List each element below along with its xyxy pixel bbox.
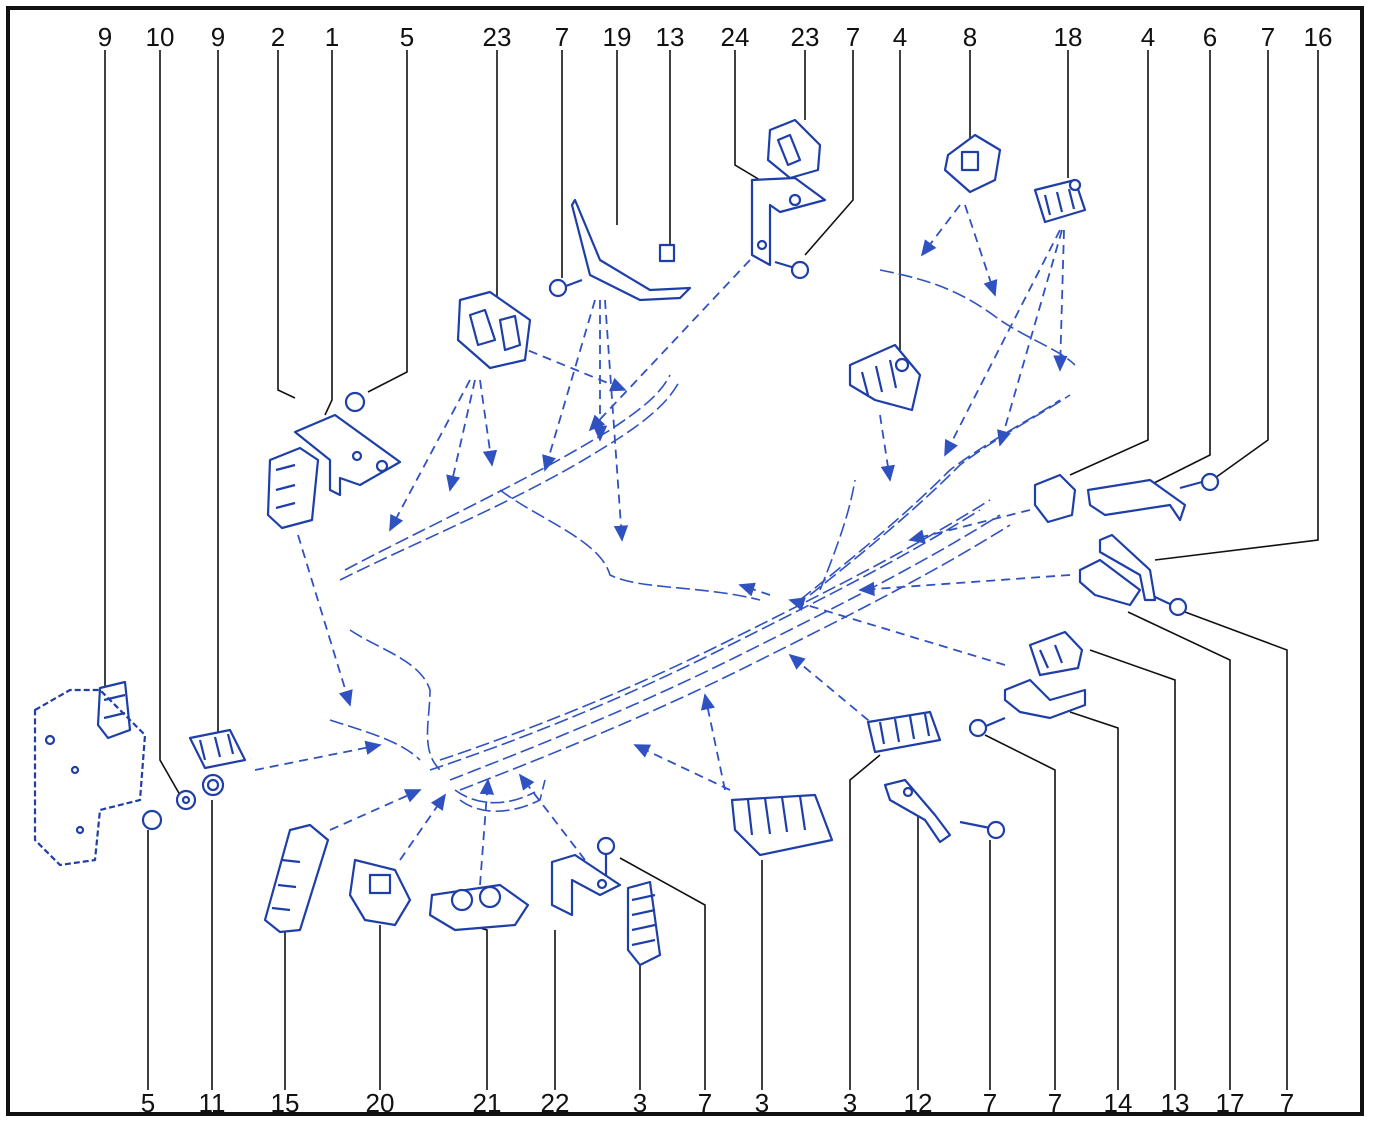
- washer-10: [175, 789, 197, 811]
- callout-bottom: 3: [632, 1088, 648, 1118]
- clip-4-mid: [848, 343, 922, 412]
- callout-bottom: 7: [1047, 1088, 1063, 1118]
- clip-15: [263, 823, 330, 934]
- bracket-16: [1098, 533, 1157, 602]
- callout-bottom: 22: [540, 1088, 570, 1118]
- bolt-7-strip: [548, 278, 583, 298]
- bracket-24: [750, 176, 827, 267]
- clip-18: [1033, 178, 1087, 224]
- bracket-22: [550, 853, 622, 917]
- clip-8: [943, 133, 1002, 194]
- bolt-7-upper: [774, 260, 810, 280]
- clip-3-right: [866, 710, 942, 754]
- bolt-7-bottom: [596, 836, 616, 876]
- nut-5-bottom: [141, 809, 163, 831]
- bracket-14: [1003, 678, 1087, 720]
- callout-top: 18: [1053, 22, 1083, 52]
- callout-bottom: 3: [842, 1088, 858, 1118]
- callout-top: 6: [1202, 22, 1218, 52]
- callout-top: 13: [655, 22, 685, 52]
- callout-bottom: 11: [198, 1088, 226, 1118]
- callout-top: 4: [892, 22, 908, 52]
- mount-plate: [33, 688, 147, 867]
- callout-bottom: 13: [1160, 1088, 1190, 1118]
- callout-top: 23: [482, 22, 512, 52]
- clip-21: [428, 883, 530, 932]
- clip-3-center: [730, 793, 834, 857]
- callout-bottom: 5: [140, 1088, 156, 1118]
- diagram-frame: [6, 6, 1364, 1116]
- clip-13-right: [1028, 630, 1084, 677]
- callout-top: 9: [97, 22, 113, 52]
- callout-bottom: 20: [365, 1088, 395, 1118]
- clip-23-left: [456, 290, 532, 370]
- clip-9-right: [188, 728, 247, 770]
- callout-bottom: 7: [1279, 1088, 1295, 1118]
- callout-bottom: 3: [754, 1088, 770, 1118]
- callout-top: 9: [210, 22, 226, 52]
- clip-23-top-right: [766, 118, 822, 180]
- callout-top: 5: [399, 22, 415, 52]
- nut-5-top: [344, 391, 366, 413]
- leader-lines: [104, 50, 1319, 1090]
- callout-top: 2: [270, 22, 286, 52]
- callout-top: 24: [720, 22, 750, 52]
- callout-bottom: 14: [1103, 1088, 1133, 1118]
- wiring-harness: [329, 269, 1076, 813]
- bracket-12: [883, 778, 952, 844]
- clip-3-bottom: [626, 880, 662, 967]
- callout-top: 7: [1260, 22, 1276, 52]
- callout-bottom: 7: [982, 1088, 998, 1118]
- assembly-arrows: [254, 204, 1071, 886]
- callout-bottom: 17: [1215, 1088, 1245, 1118]
- clip-4-right: [1033, 473, 1077, 524]
- callout-top: 7: [554, 22, 570, 52]
- clip-20: [348, 858, 412, 927]
- callout-top: 23: [790, 22, 820, 52]
- bolt-7-bracket14: [968, 716, 1006, 738]
- callout-bottom: 21: [472, 1088, 502, 1118]
- clip-2: [266, 446, 320, 530]
- callout-bottom: 15: [270, 1088, 300, 1118]
- bracket-1: [293, 413, 402, 497]
- clip-13-small: [658, 243, 676, 263]
- callout-top: 7: [845, 22, 861, 52]
- bracket-6: [1086, 478, 1187, 522]
- clip-17: [1078, 558, 1142, 607]
- callout-top: 1: [324, 22, 340, 52]
- callout-top: 4: [1140, 22, 1156, 52]
- bolt-7-right-lower: [1154, 596, 1188, 617]
- grommet-11: [201, 773, 225, 797]
- callout-top: 19: [602, 22, 632, 52]
- strip-19: [570, 198, 692, 302]
- callout-top: 8: [962, 22, 978, 52]
- bolt-7-right-upper: [1179, 472, 1220, 492]
- callout-bottom: 12: [903, 1088, 933, 1118]
- bolt-7-bracket12: [959, 820, 1006, 840]
- clip-9-left: [96, 680, 132, 740]
- callout-bottom: 7: [697, 1088, 713, 1118]
- callout-top: 16: [1303, 22, 1333, 52]
- callout-top: 10: [145, 22, 175, 52]
